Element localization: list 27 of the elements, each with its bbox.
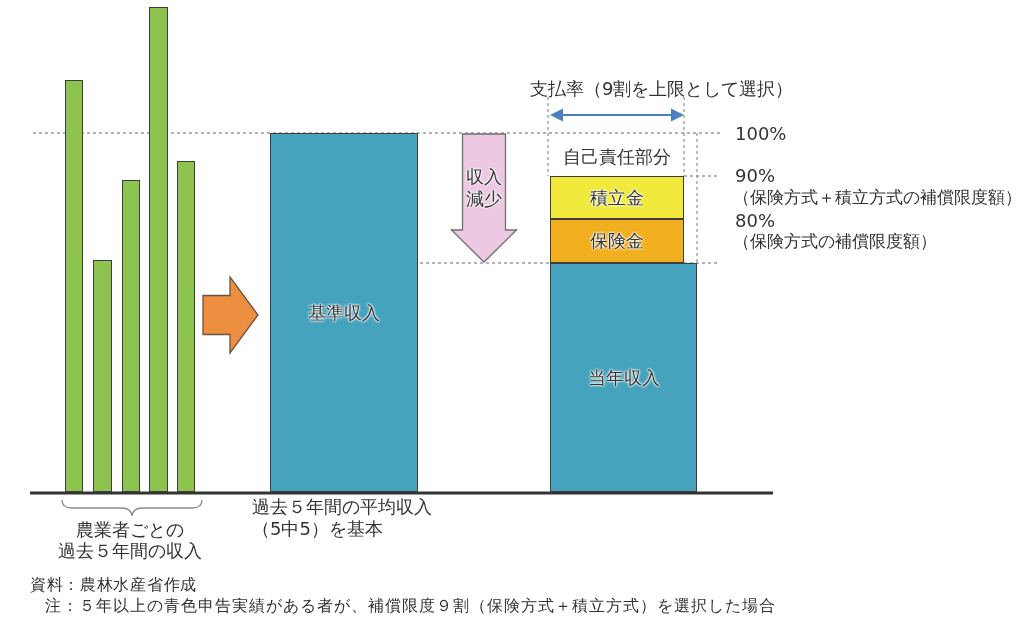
dimension-label: 支払率（9割を上限として選択） <box>530 77 794 100</box>
bar-label: 当年収入 <box>587 366 660 389</box>
bar <box>149 7 168 492</box>
bar-label: 基準収入 <box>308 301 380 324</box>
region-label: 自己責任部分 <box>563 145 671 168</box>
bar-label: 保険金 <box>590 230 644 252</box>
bar-segment <box>550 176 684 219</box>
footnote: 注：５年以上の青色申告実績がある者が、補償限度９割（保険方式＋積立方式）を選択した場合 <box>45 596 776 616</box>
edge-label: 収入減少 <box>465 166 503 210</box>
bar <box>550 263 697 492</box>
arrow <box>202 275 259 355</box>
bar-caption: 過去５年間の平均収入（5中5）を基本 <box>252 496 433 540</box>
percent-label: 100% <box>735 122 787 145</box>
bar <box>93 260 112 492</box>
limit-note: （保険方式＋積立方式の補償限度額） <box>733 187 1022 208</box>
source-note: 資料：農林水産省作成 <box>30 575 197 595</box>
brace-label: 農業者ごとの過去５年間の収入 <box>57 519 203 561</box>
arrow <box>449 133 519 263</box>
bar <box>122 180 140 492</box>
percent-label: 80% <box>735 209 775 232</box>
limit-note: （保険方式の補償限度額） <box>733 231 937 252</box>
bar <box>177 161 195 492</box>
bar <box>270 133 418 492</box>
percent-label: 90% <box>735 164 775 187</box>
bar-segment <box>550 219 684 263</box>
bar <box>65 80 83 492</box>
bar-label: 積立金 <box>590 186 644 209</box>
